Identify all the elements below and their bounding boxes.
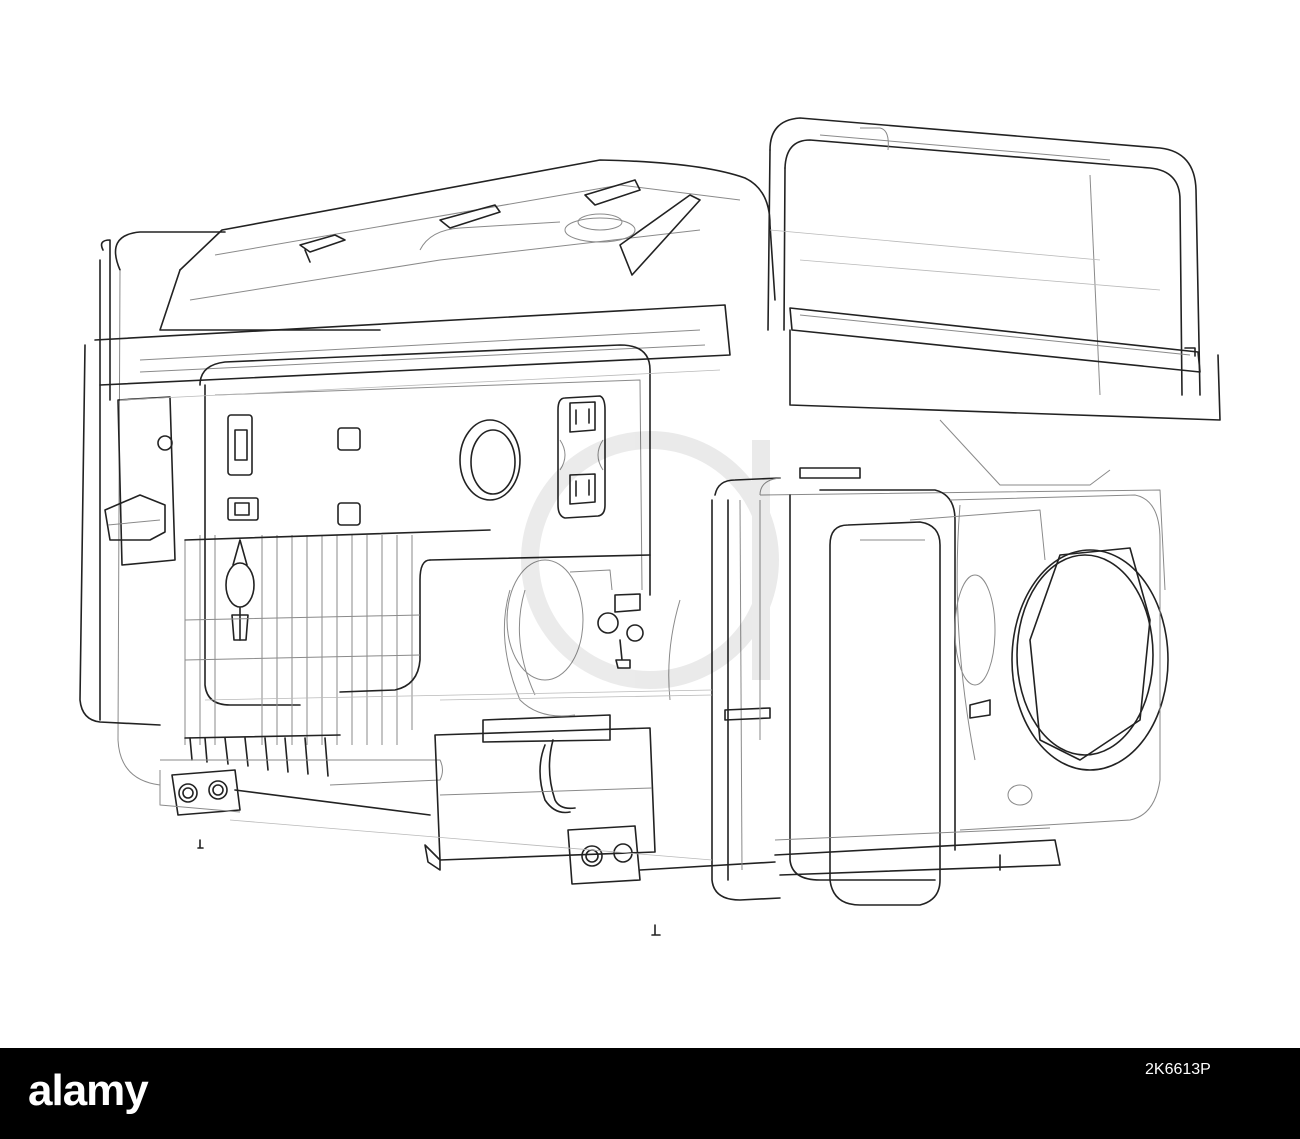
battery-box — [424, 714, 656, 871]
engine-housing-right — [759, 467, 1169, 906]
front-housing — [79, 304, 731, 726]
top-crossbar — [789, 307, 1221, 486]
generator-wireframe-drawing — [79, 117, 1221, 936]
right-foot-mount — [567, 825, 776, 936]
brand-logo: alamy — [28, 1066, 149, 1115]
right-frame — [711, 477, 781, 901]
left-foot-mount — [159, 769, 431, 849]
image-id-text: 2K6613P — [1145, 1061, 1211, 1078]
carburetor-assembly — [503, 559, 681, 717]
base-rail — [774, 827, 1061, 876]
generator-wireframe-svg — [79, 117, 1221, 936]
engine-fins — [160, 529, 651, 786]
roll-cage-frame — [767, 117, 1201, 396]
footer-bar: alamy 2K6613P — [0, 1048, 1300, 1139]
construction-lines — [119, 229, 1161, 861]
fuel-tank — [159, 159, 776, 331]
left-frame-loop — [99, 231, 226, 786]
control-panel — [225, 395, 606, 641]
